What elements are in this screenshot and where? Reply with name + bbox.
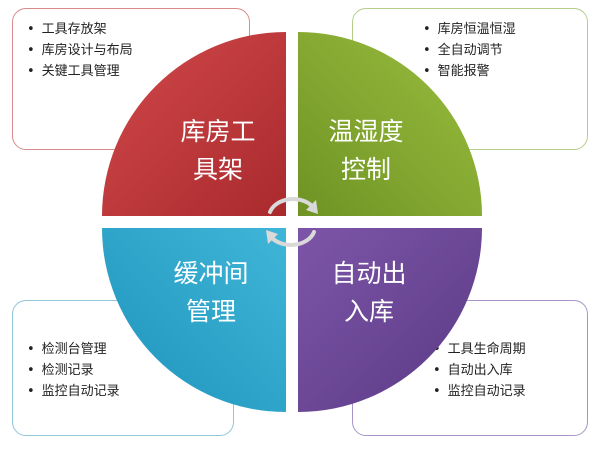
list-item: 工具生命周期 xyxy=(433,339,587,360)
list-item: 智能报警 xyxy=(423,61,587,82)
quadrant-title-tool-rack-line1: 库房工 xyxy=(180,117,255,146)
list-item: 检测记录 xyxy=(27,360,233,381)
quadrant-title-tool-rack-line2: 具架 xyxy=(193,155,243,184)
quadrant-tool-rack xyxy=(102,32,286,216)
quadrant-title-buffer-line1: 缓冲间 xyxy=(173,259,248,288)
list-item: 关键工具管理 xyxy=(27,61,249,82)
quadrant-humidity-control xyxy=(298,32,482,216)
list-item: 库房设计与布局 xyxy=(27,40,249,61)
list-item: 检测台管理 xyxy=(27,339,233,360)
list-item: 监控自动记录 xyxy=(433,381,587,402)
list-item: 自动出入库 xyxy=(433,360,587,381)
quadrant-title-buffer-line2: 管理 xyxy=(186,297,236,326)
cycle-arrows-icon xyxy=(266,197,318,247)
quadrant-title-humidity-line2: 控制 xyxy=(341,155,391,184)
list-item: 工具存放架 xyxy=(27,19,249,40)
quadrant-auto-inout xyxy=(298,228,482,412)
list-item: 全自动调节 xyxy=(423,40,587,61)
list-item: 库房恒温恒湿 xyxy=(423,19,587,40)
quadrant-title-auto-line2: 入库 xyxy=(344,297,394,326)
quadrant-title-humidity-line1: 温湿度 xyxy=(328,117,403,146)
list-item: 监控自动记录 xyxy=(27,381,233,402)
quadrant-title-auto-line1: 自动出 xyxy=(331,259,406,288)
quadrant-buffer-room xyxy=(102,228,286,412)
